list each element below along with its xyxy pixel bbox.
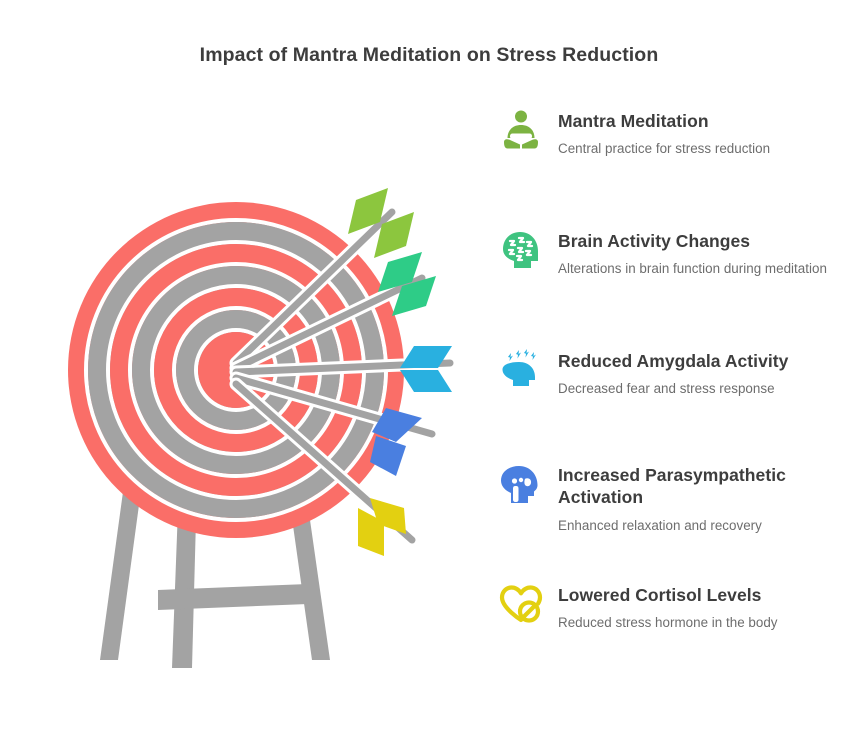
head-profile-icon [498, 462, 544, 508]
arrow-lowered-cortisol-levels [229, 377, 419, 556]
meditating-person-icon [498, 108, 544, 154]
list-item-brain-activity-changes[interactable]: Brain Activity Changes Alterations in br… [492, 228, 837, 278]
target-illustration [40, 160, 490, 690]
list-item-mantra-meditation[interactable]: Mantra Meditation Central practice for s… [492, 108, 837, 158]
list-item-description: Alterations in brain function during med… [558, 261, 827, 277]
list-item-increased-parasympathetic-activation[interactable]: Increased Parasympathetic Activation Enh… [492, 462, 837, 535]
list-item-description: Decreased fear and stress response [558, 381, 775, 397]
list-item-lowered-cortisol-levels[interactable]: Lowered Cortisol Levels Reduced stress h… [492, 582, 837, 632]
head-with-spark-lines-icon [498, 348, 544, 394]
list-item-description: Central practice for stress reduction [558, 141, 771, 157]
list-item-description: Enhanced relaxation and recovery [558, 517, 762, 533]
list-item-heading: Increased Parasympathetic Activation [558, 465, 786, 508]
arrows-group [229, 188, 457, 556]
page-title: Impact of Mantra Meditation on Stress Re… [199, 44, 659, 66]
list-item-heading: Mantra Meditation [558, 111, 709, 131]
list-item-reduced-amygdala-activity[interactable]: Reduced Amygdala Activity Decreased fear… [492, 348, 837, 398]
list-item-description: Reduced stress hormone in the body [558, 615, 778, 631]
arrow-brain-activity-changes [229, 252, 436, 375]
arrow-mantra-meditation [229, 188, 414, 370]
list-item-heading: Reduced Amygdala Activity [558, 351, 789, 371]
list-item-heading: Brain Activity Changes [558, 231, 751, 251]
arrow-increased-parasympathetic-activation [229, 371, 439, 476]
arrow-reduced-amygdala-activity [229, 346, 457, 392]
heart-with-no-symbol-icon [498, 582, 544, 628]
head-with-brain-activity-icon [498, 228, 544, 274]
list-item-heading: Lowered Cortisol Levels [558, 585, 762, 605]
